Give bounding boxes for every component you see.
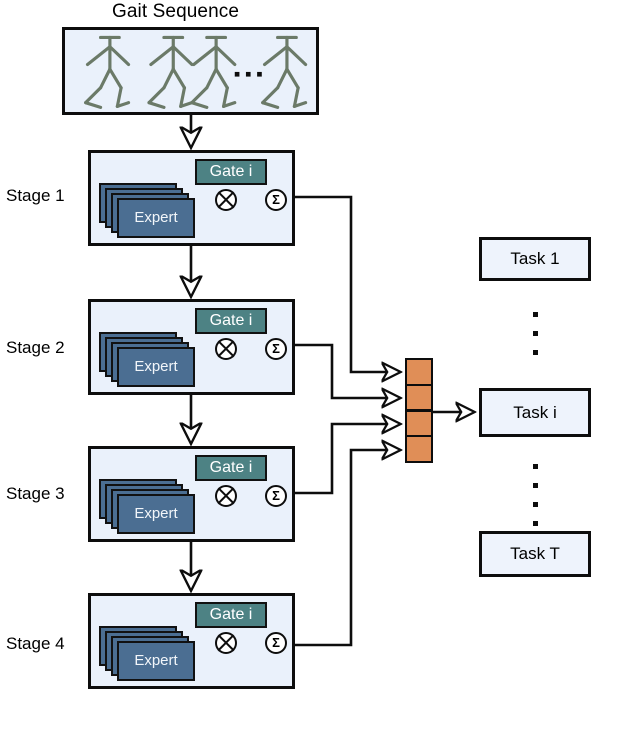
stage-block-2[interactable]: Gate i Expert Σ — [88, 299, 295, 395]
gate-box-3[interactable]: Gate i — [195, 455, 267, 481]
sum-operator-2: Σ — [265, 338, 287, 360]
expert-card-front[interactable]: Expert — [117, 494, 195, 534]
sum-operator-3: Σ — [265, 485, 287, 507]
fusion-cell-divider-2 — [407, 409, 431, 412]
expert-stack-4[interactable]: Expert — [99, 626, 195, 682]
gate-box-4[interactable]: Gate i — [195, 602, 267, 628]
stage-label-2: Stage 2 — [6, 338, 65, 357]
stage-block-3[interactable]: Gate i Expert Σ — [88, 446, 295, 542]
sum-operator-4: Σ — [265, 632, 287, 654]
stage-label-1: Stage 1 — [6, 186, 65, 205]
task-box-1[interactable]: Task 1 — [479, 237, 591, 281]
gait-stick-figures — [84, 35, 308, 109]
gate-box-1[interactable]: Gate i — [195, 159, 267, 185]
fusion-cell-divider-3 — [407, 434, 431, 437]
page-title: Gait Sequence — [112, 1, 239, 22]
task-box-t[interactable]: Task T — [479, 531, 591, 577]
task-ellipsis-top — [533, 312, 539, 369]
fusion-cell-divider-1 — [407, 383, 431, 386]
feature-fusion-bar[interactable] — [405, 358, 433, 463]
expert-card-front[interactable]: Expert — [117, 347, 195, 387]
expert-card-front[interactable]: Expert — [117, 198, 195, 238]
expert-stack-2[interactable]: Expert — [99, 332, 195, 388]
multiply-operator-4 — [215, 632, 237, 654]
task-box-i[interactable]: Task i — [479, 388, 591, 437]
gait-sequence-panel — [62, 27, 319, 115]
expert-stack-1[interactable]: Expert — [99, 183, 195, 239]
sum-operator-1: Σ — [265, 189, 287, 211]
expert-card-front[interactable]: Expert — [117, 641, 195, 681]
multiply-operator-1 — [215, 189, 237, 211]
stage-block-1[interactable]: Gate i Expert Σ — [88, 150, 295, 246]
expert-stack-3[interactable]: Expert — [99, 479, 195, 535]
stage-block-4[interactable]: Gate i Expert Σ — [88, 593, 295, 689]
multiply-operator-2 — [215, 338, 237, 360]
task-ellipsis-bottom — [533, 464, 539, 540]
stage-label-4: Stage 4 — [6, 634, 65, 653]
multiply-operator-3 — [215, 485, 237, 507]
stage-label-3: Stage 3 — [6, 484, 65, 503]
gate-box-2[interactable]: Gate i — [195, 308, 267, 334]
